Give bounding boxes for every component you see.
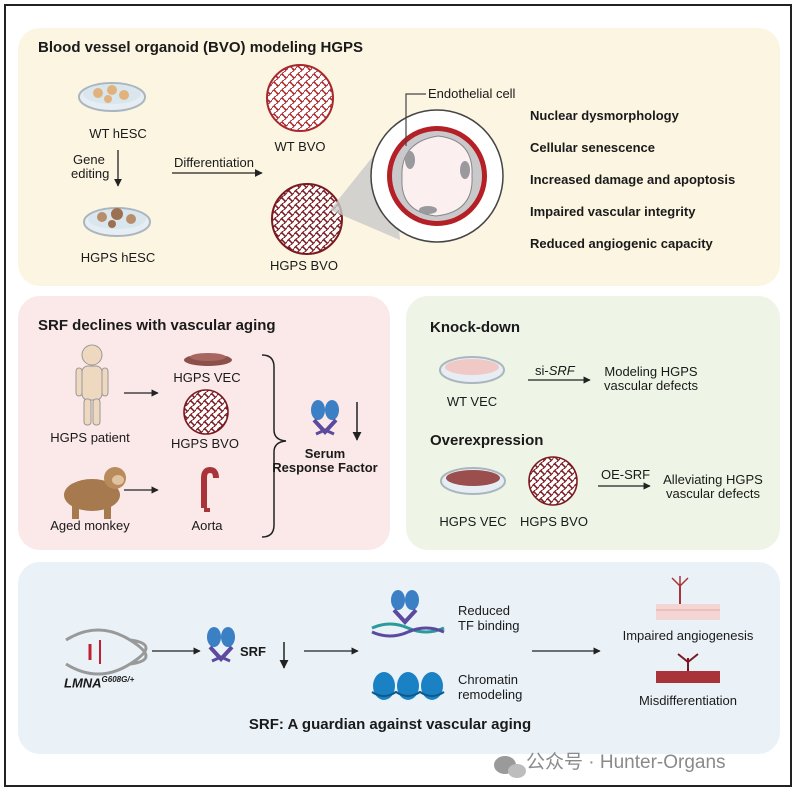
misdifferentiation-icon <box>656 653 720 683</box>
misdifferentiation-label: Misdifferentiation <box>638 693 738 708</box>
srf-name-line-1: Serum <box>304 446 346 461</box>
modeling-label-1: Modeling HGPS <box>604 364 698 379</box>
si-prefix: si- <box>535 363 549 378</box>
knockdown-title: Knock-down <box>430 319 520 336</box>
hgps-hesc-label: HGPS hESC <box>80 250 156 265</box>
phenotype-item: Reduced angiogenic capacity <box>530 236 713 251</box>
hgps-patient-label: HGPS patient <box>50 430 130 445</box>
srf-panel-title: SRF declines with vascular aging <box>38 317 276 334</box>
bvo-panel-title: Blood vessel organoid (BVO) modeling HGP… <box>38 39 364 56</box>
phenotype-item: Nuclear dysmorphology <box>530 108 679 123</box>
endothelial-pointer <box>405 93 426 146</box>
wt-vec-dish <box>439 356 505 384</box>
hgps-bvo-small <box>183 389 229 435</box>
aorta-label: Aorta <box>191 518 223 533</box>
hgps-bvo-exp <box>528 456 578 506</box>
srf-protein-icon <box>311 400 339 436</box>
hgps-vec-cells <box>184 353 232 366</box>
phenotype-item: Impaired vascular integrity <box>530 204 696 219</box>
si-gene: SRF <box>548 363 575 378</box>
hgps-bvo-label: HGPS BVO <box>171 436 239 451</box>
differentiation-label: Differentiation <box>174 155 254 170</box>
gene-editing-label-2: editing <box>71 166 110 181</box>
panel-knockdown-overexpression <box>406 296 780 550</box>
alleviating-label-1: Alleviating HGPS <box>663 472 763 487</box>
grouping-brace <box>261 354 287 538</box>
wt-bvo-organoid <box>266 64 334 132</box>
reduced-label-1: Reduced <box>458 603 511 618</box>
alleviating-label-2: vascular defects <box>666 486 760 501</box>
chromatin-icon <box>371 672 445 700</box>
srf-label: SRF <box>240 644 266 659</box>
tf-binding-icon <box>371 590 445 638</box>
hgps-patient-figure <box>75 344 109 426</box>
aged-monkey-label: Aged monkey <box>50 518 130 533</box>
oe-srf-label: OE-SRF <box>601 467 651 482</box>
srf-name-line-2: Response Factor <box>272 460 378 475</box>
wt-hesc-label: WT hESC <box>89 126 147 141</box>
modeling-label-2: vascular defects <box>604 378 698 393</box>
aged-monkey-figure <box>64 467 126 519</box>
watermark-text: 公众号 · Hunter-Organs <box>526 752 726 773</box>
angiogenesis-icon <box>656 576 720 620</box>
hgps-bvo-organoid <box>271 183 343 255</box>
phenotype-item: Increased damage and apoptosis <box>530 172 736 187</box>
overexpression-title: Overexpression <box>430 432 544 449</box>
hgps-bvo-label: HGPS BVO <box>270 258 338 273</box>
wt-vec-label: WT VEC <box>446 394 498 409</box>
impaired-angiogenesis-label: Impaired angiogenesis <box>622 628 754 643</box>
lmna-mutation: G608G/+ <box>101 675 135 684</box>
lmna-label: LMNAG608G/+ <box>64 672 134 690</box>
hgps-vec-exp-label: HGPS VEC <box>439 514 507 529</box>
aorta-icon <box>201 466 219 512</box>
dna-helix-icon <box>65 628 148 676</box>
gene-editing-label-1: Gene <box>73 152 105 167</box>
hgps-hesc-dish <box>83 207 151 237</box>
wechat-logo-icon <box>494 756 526 778</box>
chromatin-label-1: Chromatin <box>458 672 518 687</box>
si-srf-label: si-SRF <box>535 363 575 378</box>
hgps-vec-label: HGPS VEC <box>173 370 241 385</box>
conclusion-title: SRF: A guardian against vascular aging <box>248 716 532 733</box>
reduced-label-2: TF binding <box>458 618 520 633</box>
vessel-cross-section <box>370 109 504 243</box>
hgps-bvo-exp-label: HGPS BVO <box>520 514 588 529</box>
wt-bvo-label: WT BVO <box>274 139 326 154</box>
lmna-gene: LMNA <box>64 675 102 691</box>
srf-protein-bottom <box>207 627 235 663</box>
hgps-vec-dish <box>440 467 506 495</box>
chromatin-label-2: remodeling <box>458 687 523 702</box>
wt-hesc-dish <box>78 82 146 112</box>
endothelial-cell-label: Endothelial cell <box>428 86 516 101</box>
phenotype-item: Cellular senescence <box>530 140 656 155</box>
